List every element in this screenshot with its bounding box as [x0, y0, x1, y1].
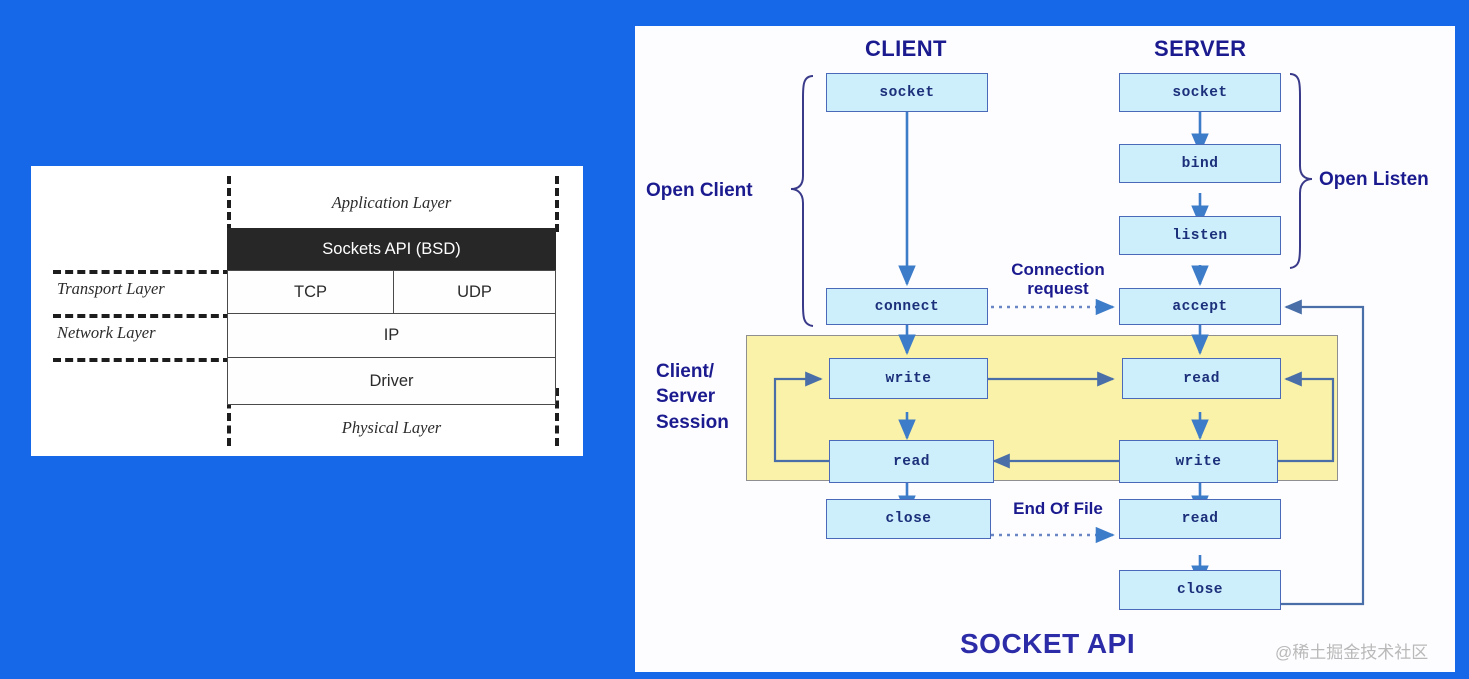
socket-api-panel: CLIENT SERVER socket connect write read …: [635, 26, 1455, 672]
diagram-title: SOCKET API: [960, 628, 1136, 659]
stack-row-sockets-api: Sockets API (BSD): [227, 228, 556, 270]
stack-row-physical-layer: Physical Layer: [341, 418, 442, 437]
protocol-stack-diagram: Transport Layer Network Layer Applicatio…: [31, 166, 583, 456]
brace-label-session: Client/ Server Session: [656, 359, 729, 435]
server-node-socket[interactable]: socket: [1119, 73, 1281, 112]
end-of-file-line-1: End Of File: [1013, 499, 1103, 518]
session-label-line-2: Server: [656, 386, 716, 408]
server-node-accept[interactable]: accept: [1119, 288, 1281, 325]
client-node-close[interactable]: close: [826, 499, 991, 539]
brace-label-open-client: Open Client: [646, 180, 753, 201]
separator-transport-top: [53, 270, 231, 274]
left-rail-dashed-top: [227, 176, 231, 232]
right-rail-dashed-top: [555, 176, 559, 232]
separator-transport-bottom: [53, 314, 231, 318]
server-node-bind[interactable]: bind: [1119, 144, 1281, 183]
stack-row-application-layer: Application Layer: [331, 193, 452, 212]
connection-request-line-2: request: [1027, 278, 1089, 298]
server-node-read-eof[interactable]: read: [1119, 499, 1281, 539]
watermark-credit: @稀土掘金技术社区: [1275, 643, 1429, 662]
right-rail-dashed-bottom: [555, 388, 559, 446]
stack-side-label-transport: Transport Layer: [57, 279, 165, 298]
server-node-write-loop[interactable]: write: [1119, 440, 1278, 483]
stack-row-ip: IP: [227, 313, 556, 358]
client-node-socket[interactable]: socket: [826, 73, 988, 112]
column-title-client: CLIENT: [865, 36, 947, 61]
stack-side-label-network: Network Layer: [57, 323, 156, 342]
column-title-server: SERVER: [1154, 36, 1247, 61]
separator-network-bottom: [53, 358, 231, 362]
stack-row-tcp: TCP: [227, 270, 394, 314]
client-node-write[interactable]: write: [829, 358, 988, 399]
edge-label-end-of-file: End Of File: [997, 499, 1119, 519]
left-rail-dashed-bottom: [227, 388, 231, 446]
session-label-line-1: Client/: [656, 361, 715, 382]
stack-row-udp: UDP: [393, 270, 556, 314]
session-label-line-3: Session: [656, 411, 729, 433]
connection-request-line-1: Connection: [1011, 260, 1105, 279]
client-node-read[interactable]: read: [829, 440, 994, 483]
edge-label-connection-request: Connection request: [997, 260, 1119, 298]
server-node-close[interactable]: close: [1119, 570, 1281, 610]
server-node-listen[interactable]: listen: [1119, 216, 1281, 255]
socket-api-diagram: CLIENT SERVER socket connect write read …: [635, 26, 1455, 672]
client-node-connect[interactable]: connect: [826, 288, 988, 325]
server-node-read-loop[interactable]: read: [1122, 358, 1281, 399]
brace-label-open-listen: Open Listen: [1319, 169, 1429, 190]
stack-row-driver: Driver: [227, 357, 556, 405]
protocol-stack-panel: Transport Layer Network Layer Applicatio…: [31, 166, 583, 456]
